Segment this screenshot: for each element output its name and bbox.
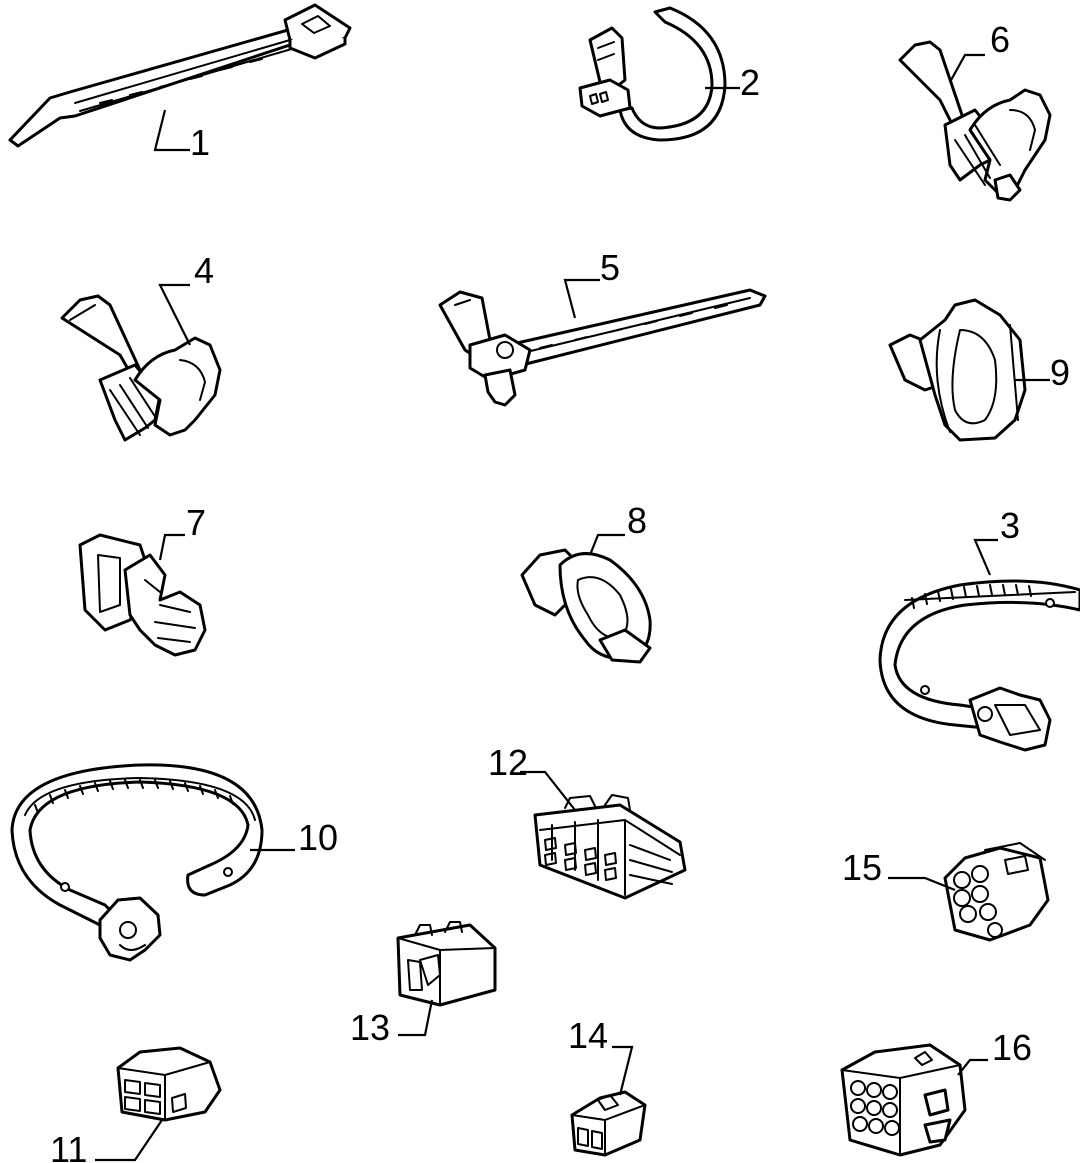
leader-line-11: [95, 1119, 163, 1162]
callout-label-2: 2: [740, 62, 760, 103]
part-7-edge-clip-icon: [78, 533, 207, 657]
part-13-connector-housing-icon: [396, 921, 497, 1007]
leader-line-3: [973, 538, 998, 576]
callout-label-16: 16: [992, 1027, 1032, 1068]
callout-label-1: 1: [190, 122, 210, 163]
part-12-connector-block-icon: [533, 794, 687, 900]
callout-label-9: 9: [1050, 352, 1070, 393]
part-15-connector-round-pins-icon: [943, 842, 1050, 942]
callout-label-6: 6: [990, 19, 1010, 60]
callout-label-13: 13: [350, 1007, 390, 1048]
callout-label-7: 7: [186, 502, 206, 543]
part-11-connector-6-way-icon: [116, 1046, 222, 1122]
callout-label-4: 4: [194, 250, 214, 291]
leader-line-15: [888, 876, 956, 892]
leader-line-14: [612, 1045, 634, 1096]
callout-label-12: 12: [488, 742, 528, 783]
part-2-strap-clip-icon: [578, 6, 727, 142]
leader-line-7: [158, 533, 185, 561]
leader-line-4: [158, 283, 191, 346]
part-14-connector-2-way-icon: [570, 1090, 647, 1157]
callout-label-10: 10: [298, 817, 338, 858]
part-8-ring-clip-icon: [520, 548, 652, 664]
callout-label-15: 15: [842, 847, 882, 888]
part-6-harness-clip-icon: [898, 40, 1052, 202]
callout-label-8: 8: [627, 500, 647, 541]
part-10-large-strap-icon: [10, 763, 264, 962]
leader-line-12: [520, 770, 576, 811]
callout-label-5: 5: [600, 247, 620, 288]
leader-line-16: [957, 1058, 988, 1076]
part-16-connector-9-way-icon: [840, 1043, 967, 1157]
leader-line-6: [949, 53, 985, 83]
callout-label-11: 11: [50, 1129, 87, 1163]
leader-line-5: [563, 278, 600, 319]
leader-line-8: [588, 533, 625, 556]
leader-line-1: [153, 109, 190, 152]
callout-label-3: 3: [1000, 505, 1020, 546]
part-1-cable-tie-icon: [8, 3, 352, 148]
leader-line-13: [398, 999, 434, 1037]
callout-label-14: 14: [568, 1015, 608, 1056]
part-9-loop-clip-icon: [888, 298, 1027, 442]
part-3-strap-with-push-pin-icon: [878, 579, 1080, 752]
part-4-harness-clip-icon: [60, 294, 222, 442]
part-5-cable-tie-with-anchor-icon: [438, 288, 767, 407]
